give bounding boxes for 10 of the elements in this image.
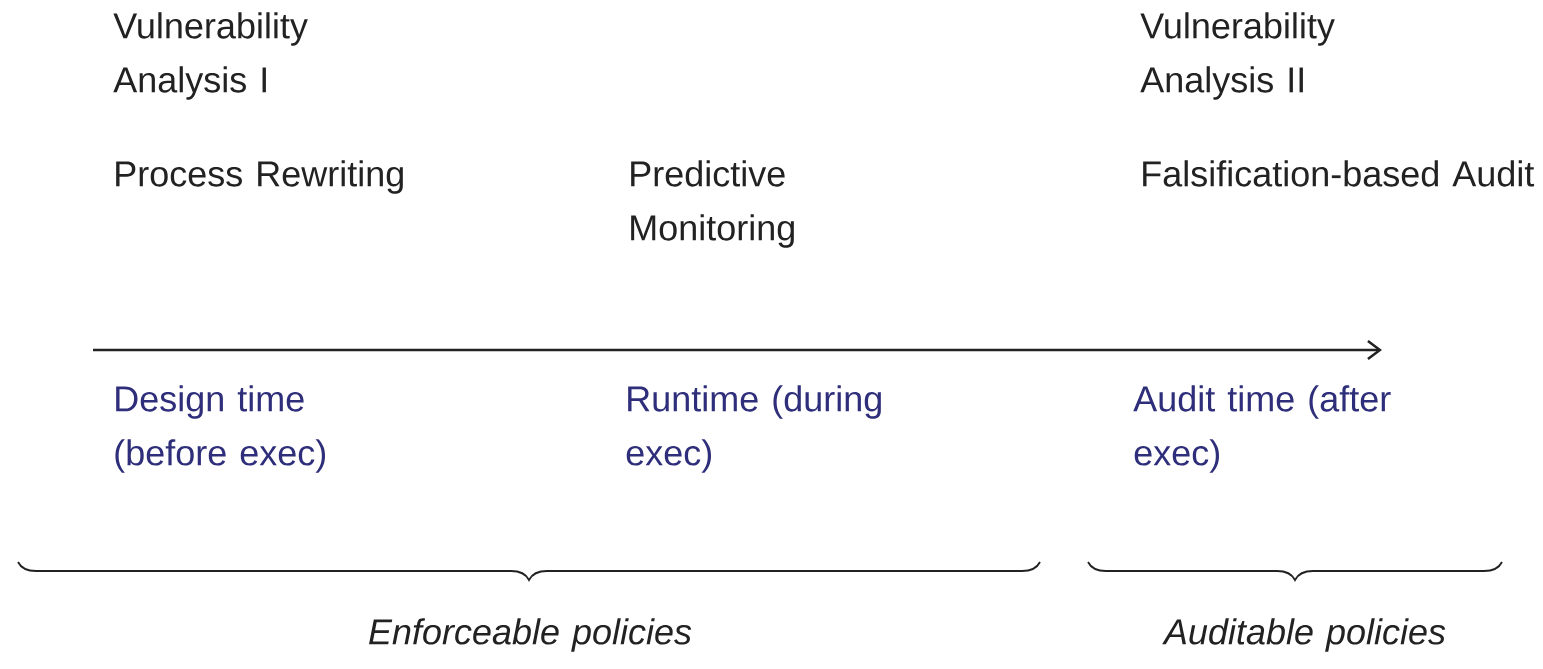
phase-label: Audit time (after exec) (1133, 385, 1391, 473)
phase-label: Runtime (during exec) (626, 385, 881, 473)
technique-label: Process Rewriting (116, 160, 403, 194)
technique-label: Vulnerability Analysis II (1140, 12, 1335, 100)
technique-label: Falsification-based Audit (1143, 160, 1535, 187)
brace-label: Auditable policies (1162, 618, 1446, 652)
phase-label: Design time (before exec) (115, 385, 326, 473)
brace-label: Enforceable policies (369, 618, 692, 652)
technique-label: Predictive Monitoring (631, 160, 794, 248)
technique-label: Vulnerability Analysis I (113, 12, 308, 100)
